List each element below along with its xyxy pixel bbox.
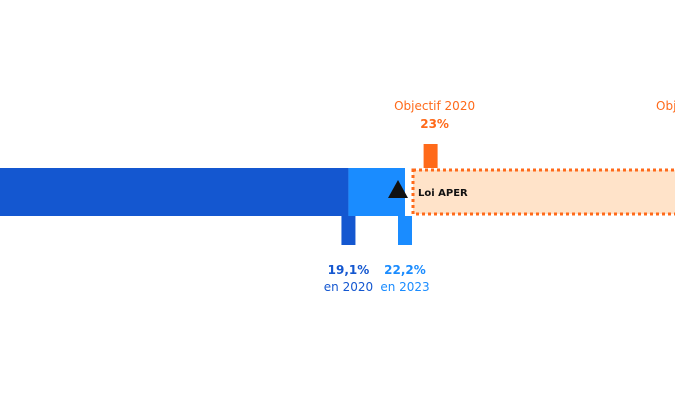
value-sublabel-1: en 2023 [380,280,429,294]
value-tick-1 [398,216,412,245]
law-marker-label: Loi APER [418,188,468,199]
objective-title-1: Obj [656,99,675,113]
value-label-1: 22,2% [384,263,426,277]
bar-segment-2020 [0,168,349,216]
law-marker-icon [388,180,408,198]
value-tick-0 [341,216,356,245]
bar-segment-objective [411,168,675,216]
objective-title-0: Objectif 2020 [394,99,475,113]
value-sublabel-0: en 2020 [324,280,373,294]
objective-value-0: 23% [420,117,449,131]
value-label-0: 19,1% [328,263,370,277]
objective-tick-0 [423,144,438,168]
